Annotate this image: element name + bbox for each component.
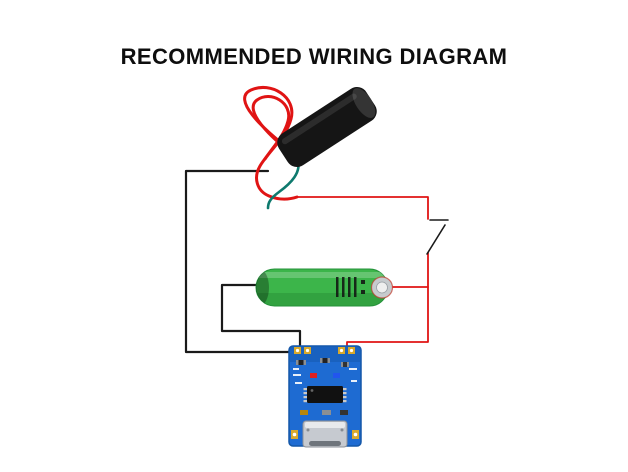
battery [255,268,394,307]
switch-symbol [426,219,449,255]
led-full [333,373,340,378]
hv-module-body [277,86,377,168]
pcb-bottom-pads [291,430,359,439]
page-title: RECOMMENDED WIRING DIAGRAM [120,44,508,69]
battery-pos-tip [376,281,388,294]
hv-module-sheen [281,93,357,145]
battery-shade [256,293,388,306]
pcb-smd-components [296,358,349,415]
black-wire-main [184,169,293,354]
charger-module [288,345,362,448]
chip-body [307,386,343,403]
charger-chip [303,386,347,403]
led-charge [310,373,317,378]
battery-highlight [256,272,388,278]
red-wire-to-switch [296,196,429,220]
pcb-silkscreen [293,368,357,384]
battery-pos-tip-red-seal [370,276,394,299]
black-wire-battery [220,283,302,350]
switch-lever [426,224,446,255]
micro-usb-connector [302,420,348,448]
hv-module [277,86,377,168]
battery-markings [336,277,365,297]
battery-neg-cap [256,269,269,306]
green-wire [266,156,300,210]
pcb-top-pads [294,347,355,354]
hv-module-end-cap [352,88,376,118]
